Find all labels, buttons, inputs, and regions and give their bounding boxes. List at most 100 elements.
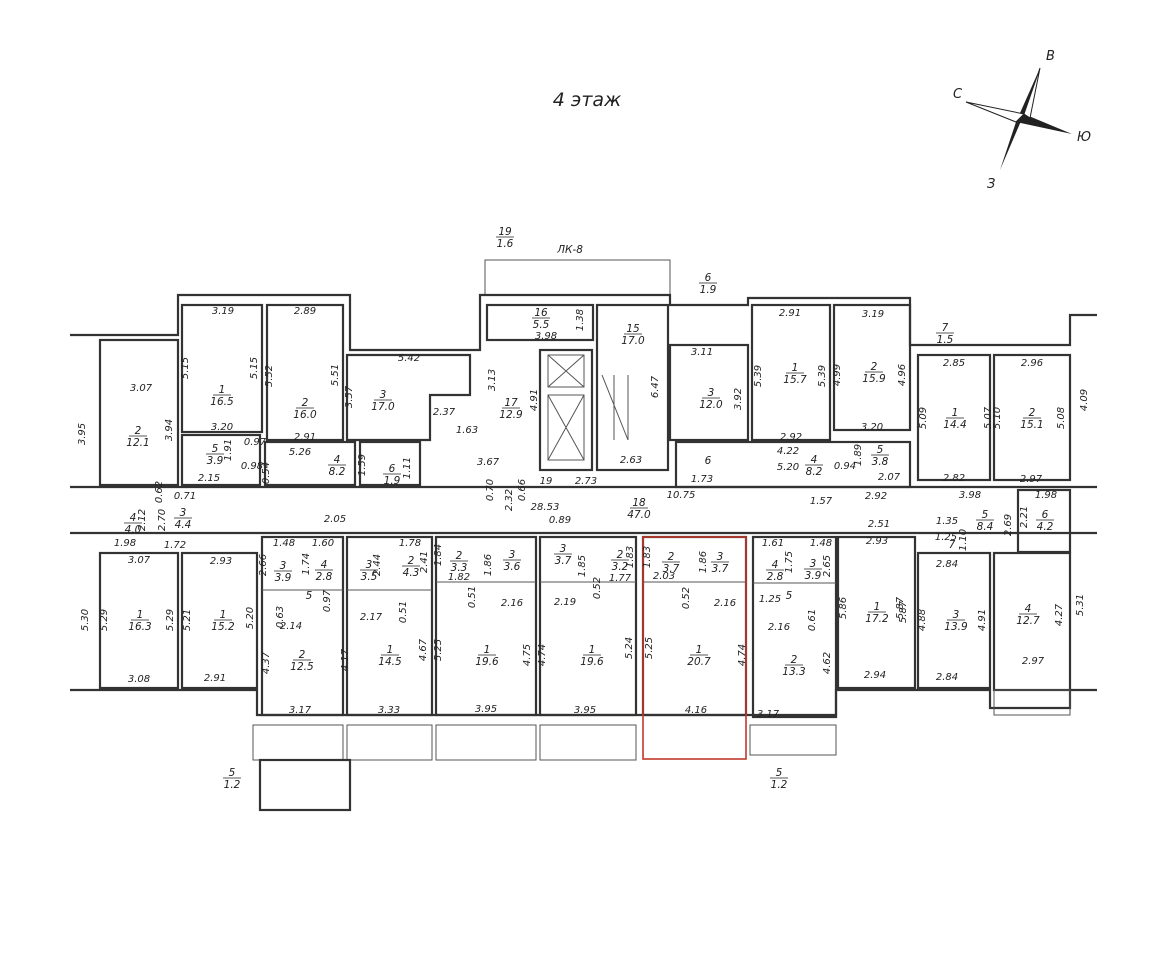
dimension-label: 2.84 <box>936 559 958 570</box>
room-area: 19.6 <box>475 656 499 668</box>
dimension-label: 1.83 <box>625 546 636 568</box>
dimension-label: 5.87 <box>895 596 906 619</box>
dimension-label: 2.91 <box>294 432 316 443</box>
dimension-label: 4.22 <box>777 446 799 457</box>
room-number: 3 <box>180 507 187 519</box>
dimension-label: 2.05 <box>324 514 346 525</box>
dimension-label: 1.38 <box>575 309 586 331</box>
dimension-label: 0.71 <box>174 491 196 502</box>
room-area: 12.7 <box>1016 615 1040 627</box>
dimension-label: 5.25 <box>433 639 444 661</box>
room-label: 71.5 <box>936 322 954 346</box>
room-number: 3 <box>810 558 817 570</box>
room-number: 2 <box>302 397 309 409</box>
dimension-label: 3.92 <box>733 388 744 410</box>
dimension-label: 5.20 <box>245 607 256 629</box>
dimension-label: 2.66 <box>258 554 269 576</box>
room-label: 114.4 <box>943 407 966 431</box>
dimension-label: 4.62 <box>822 652 833 674</box>
room-number: 4 <box>130 512 137 524</box>
dimension-label: 5.86 <box>838 597 849 619</box>
room-number: 2 <box>617 549 624 561</box>
dimension-label: 4.91 <box>529 389 540 411</box>
dimension-label: 2.37 <box>433 407 456 418</box>
dimension-label: 1.78 <box>399 538 421 549</box>
room-number: 15 <box>626 323 640 335</box>
room-area: 3.7 <box>663 563 680 575</box>
floor-title: 4 этаж <box>553 89 621 111</box>
dimension-label: 1.35 <box>936 516 958 527</box>
dimension-label: 1.48 <box>810 538 832 549</box>
dimension-label: 0.97 <box>322 589 333 612</box>
dimension-label: 1.11 <box>402 457 413 479</box>
dimension-label: 5.15 <box>180 357 191 379</box>
dimension-label: 5.42 <box>398 353 420 364</box>
compass-north-label: С <box>953 87 963 102</box>
dimension-label: 5.30 <box>80 609 91 631</box>
room-area: 4.0 <box>125 524 142 536</box>
room-number: 2 <box>135 425 142 437</box>
dimension-label: 1.59 <box>357 454 368 476</box>
room-number: 1 <box>874 601 881 613</box>
dimension-label: 5.51 <box>330 364 341 386</box>
room-area: 17.0 <box>621 335 645 347</box>
room-label: 33.6 <box>503 549 521 573</box>
room-area: 12.5 <box>290 661 314 673</box>
dimension-label: 5.29 <box>99 609 110 631</box>
dimension-label: 4.75 <box>522 644 533 666</box>
dimension-label: 2.96 <box>1021 358 1043 369</box>
dimension-label: 3.11 <box>691 347 713 358</box>
dimension-label: 1.86 <box>698 551 709 573</box>
room-label: 212.5 <box>290 649 314 673</box>
dimension-label: 4.99 <box>832 364 843 386</box>
dimension-label: 4.67 <box>418 638 429 661</box>
room-number: 1 <box>484 644 491 656</box>
dimension-label: 0.98 <box>241 461 263 472</box>
room-label: 5 <box>306 590 313 602</box>
room-number: 1 <box>792 362 799 374</box>
dimension-label: 0.52 <box>681 587 692 609</box>
dimension-label: 0.61 <box>807 609 818 631</box>
room-label: 33.5 <box>360 559 378 583</box>
room-area: 16.0 <box>293 409 317 421</box>
room-area: 3.7 <box>555 555 572 567</box>
dimension-label: 0.52 <box>592 577 603 599</box>
dimension-label: 1.75 <box>784 551 795 573</box>
dimension-label: 2.97 <box>1022 656 1045 667</box>
dimension-label: 1.84 <box>433 544 444 566</box>
room-number: 6 <box>389 463 396 475</box>
room-area: 4.3 <box>403 567 420 579</box>
room-area: 8.4 <box>977 521 994 533</box>
dimension-label: 2.07 <box>878 472 901 483</box>
room-area: 1.9 <box>384 475 401 487</box>
dimension-label: 4.17 <box>340 648 351 671</box>
room-area: 3.9 <box>207 455 224 467</box>
room-number: 2 <box>668 551 675 563</box>
dimension-label: 0.94 <box>834 461 856 472</box>
room-number: 2 <box>408 555 415 567</box>
dimension-label: 3.33 <box>378 705 400 716</box>
room-area: 1.9 <box>700 284 717 296</box>
room-label: 64.2 <box>1036 509 1054 533</box>
room-label: 317.0 <box>371 389 395 413</box>
dimension-label: 3.07 <box>130 383 153 394</box>
room-number: 2 <box>791 654 798 666</box>
dimension-label: 2.92 <box>780 432 802 443</box>
selected-apartment-outline[interactable] <box>642 536 747 760</box>
room-area: 4.4 <box>175 519 192 531</box>
room-label: 6 <box>705 455 712 467</box>
dimension-label: 4.74 <box>537 644 548 666</box>
room-number: 4 <box>811 454 818 466</box>
room-number: 3 <box>280 560 287 572</box>
room-number: 3 <box>366 559 373 571</box>
room-area: 3.2 <box>612 561 629 573</box>
room-label: 120.7 <box>687 644 711 668</box>
room-number: 1 <box>589 644 596 656</box>
room-number: 16 <box>534 307 548 319</box>
room-area: 12.0 <box>699 399 723 411</box>
room-label: 191.6 <box>496 226 514 250</box>
dimension-label: 1.82 <box>448 572 470 583</box>
room-label: 313.9 <box>944 609 968 633</box>
room-area: 1.2 <box>771 779 788 791</box>
